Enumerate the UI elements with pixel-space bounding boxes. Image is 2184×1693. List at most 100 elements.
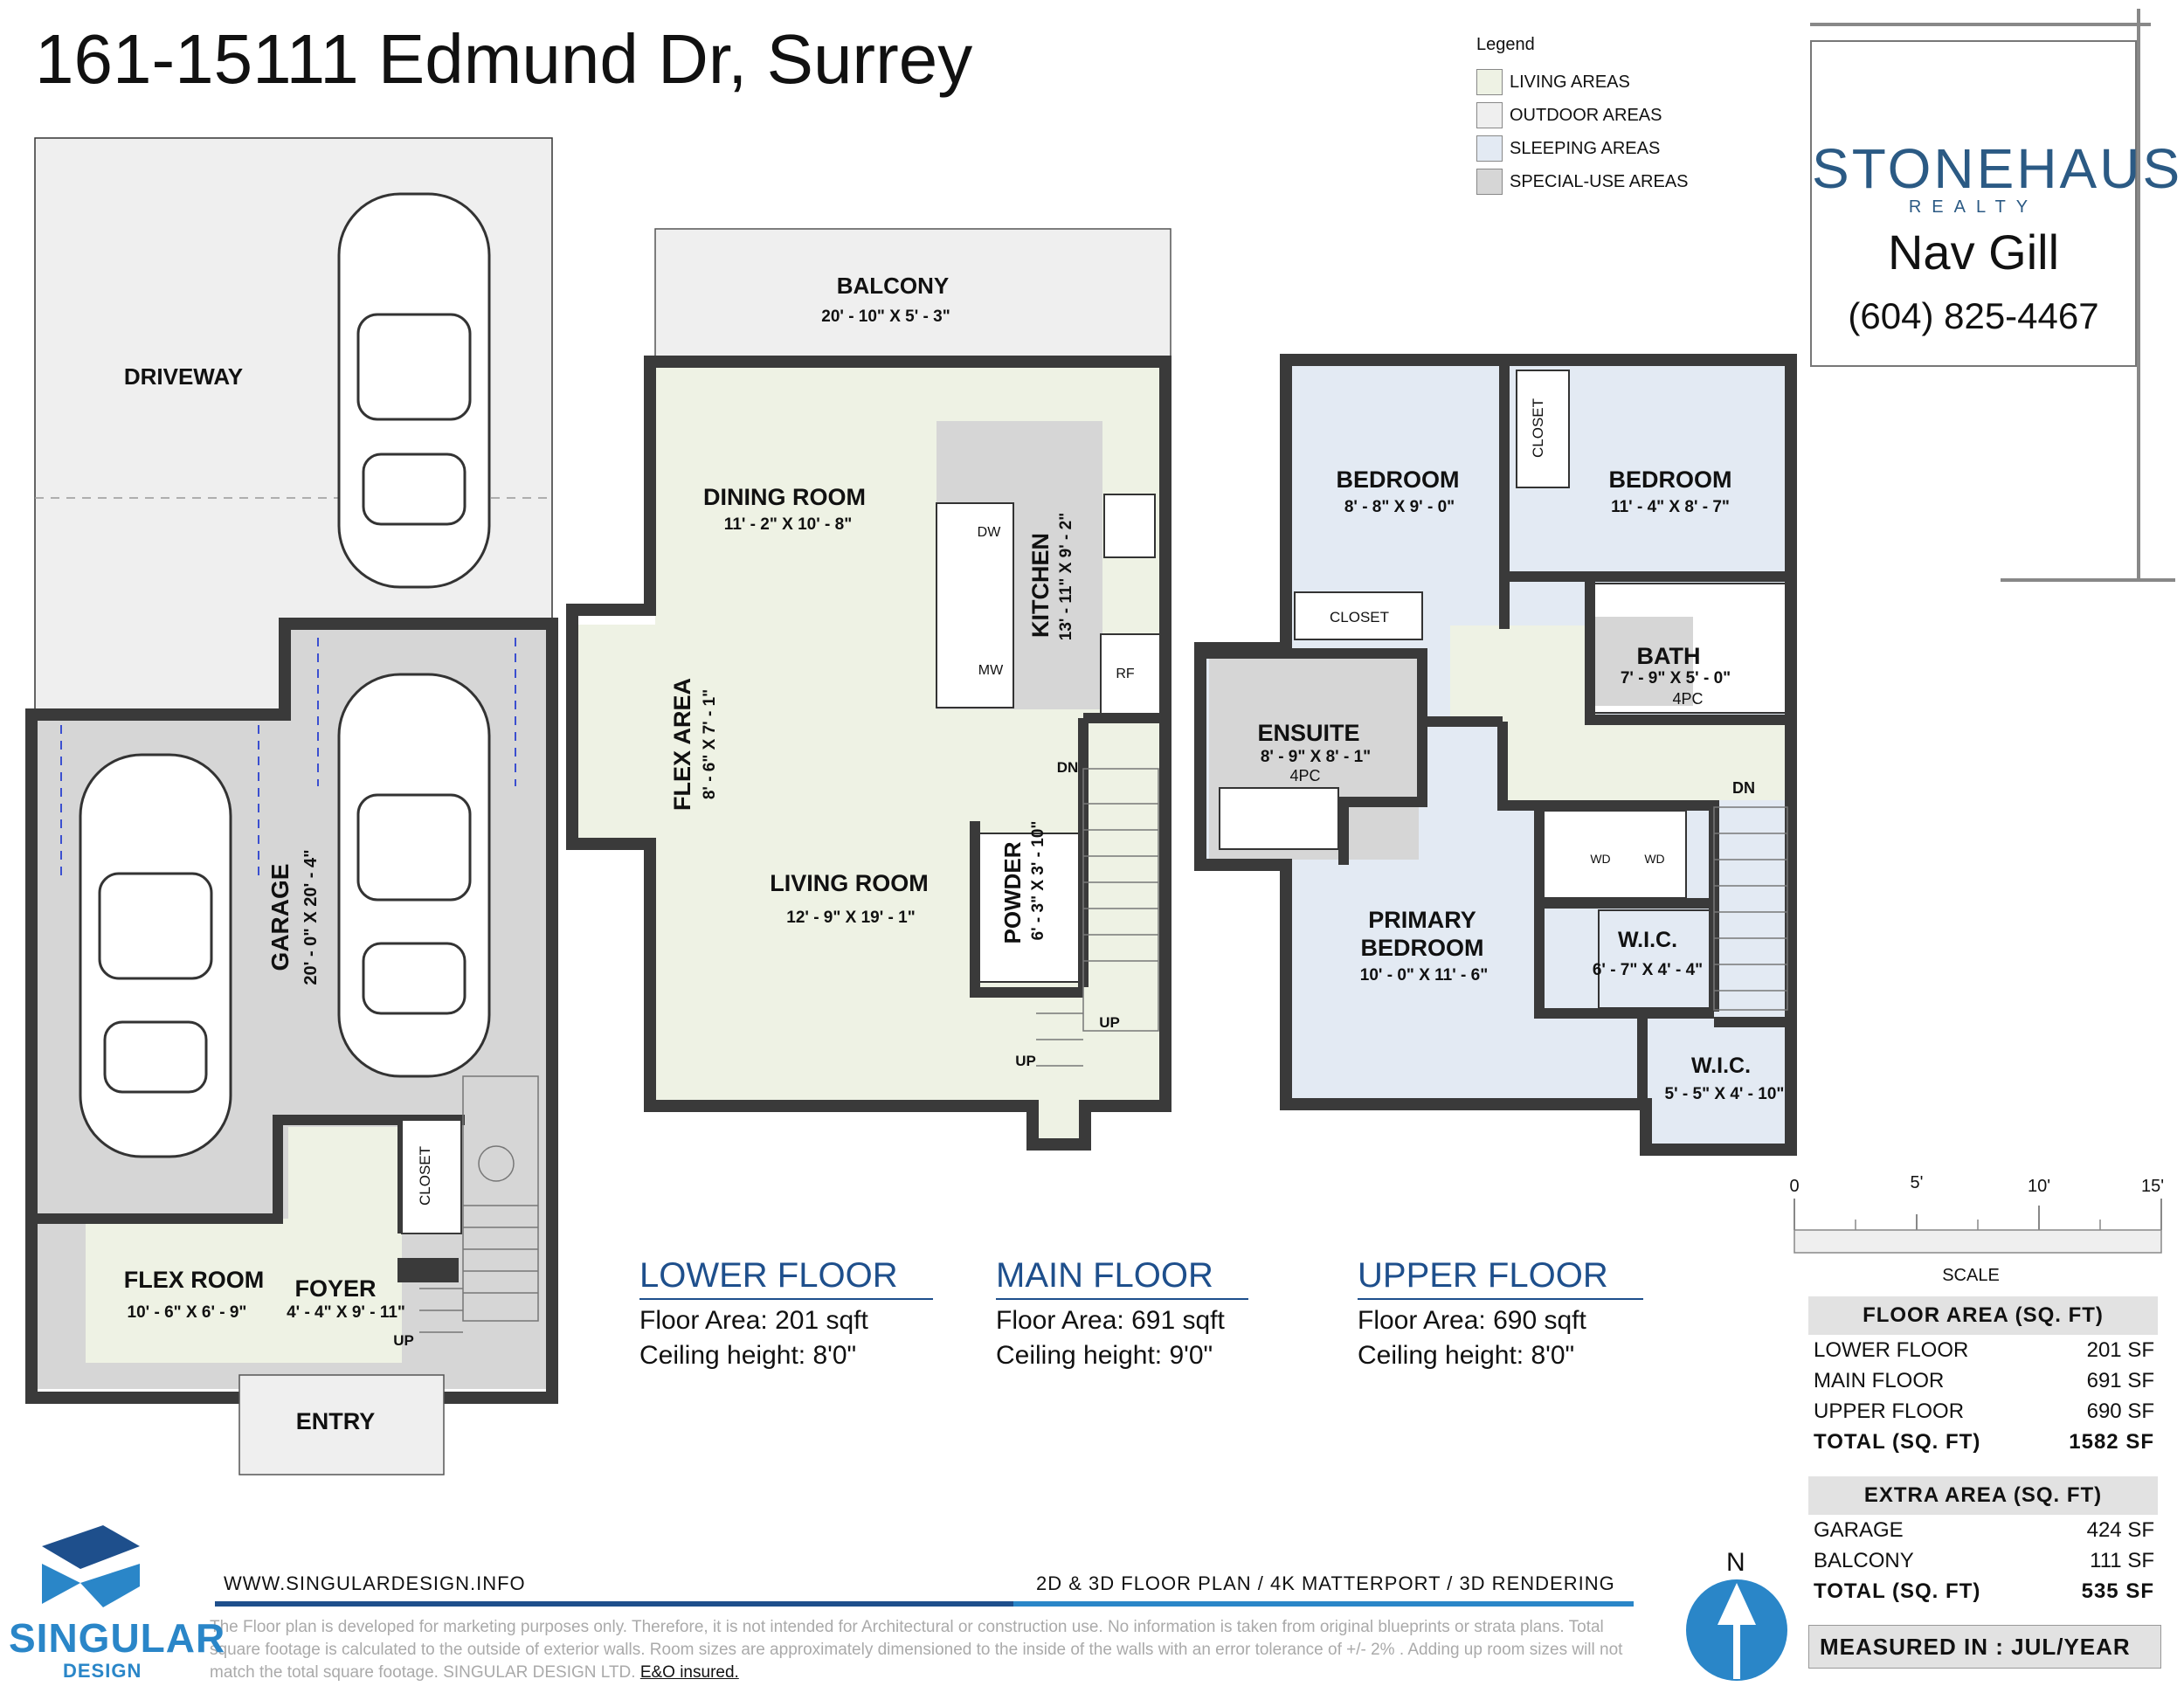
floor-area: Floor Area: 690 sqft (1358, 1306, 1586, 1335)
legend-swatch (1476, 135, 1503, 162)
footer-url-link[interactable]: WWW.SINGULARDESIGN.INFO (224, 1572, 526, 1594)
wic1-label: W.I.C. (1618, 928, 1677, 952)
floor-area: Floor Area: 691 sqft (996, 1306, 1225, 1335)
legend-swatch (1476, 69, 1503, 95)
bedroom1-closet-box (1294, 591, 1423, 640)
legend-swatch (1476, 169, 1503, 195)
lower-closet-box (401, 1119, 462, 1234)
balcony-label: BALCONY (837, 273, 950, 299)
powder-room-box (976, 833, 1082, 983)
scale-tick-10: 10' (2028, 1177, 2050, 1196)
row-label: TOTAL (SQ. FT) (1814, 1579, 1981, 1603)
scale-tick-15: 15' (2141, 1177, 2164, 1196)
flex-room-dims: 10' - 6" X 6' - 9" (128, 1303, 247, 1322)
lower-stairs (419, 1075, 539, 1333)
lower-wall-block (397, 1258, 459, 1282)
bedroom1-label: BEDROOM (1337, 466, 1460, 493)
ensuite-dims: 8' - 9" X 8' - 1" (1261, 748, 1371, 766)
legend-label: SLEEPING AREAS (1510, 138, 1661, 158)
bedroom2-label: BEDROOM (1609, 466, 1732, 493)
dishwasher-label: DW (978, 525, 1002, 540)
bedroom2-closet-box (1516, 370, 1570, 488)
ensuite-type: 4PC (1289, 767, 1320, 784)
bedroom1-dims: 8' - 8" X 9' - 0" (1344, 498, 1455, 516)
scale-bar: 0 5' 10' 15' SCALE (1789, 1173, 2164, 1285)
flex-area-label: FLEX AREA (669, 678, 695, 811)
dining-room-dims: 11' - 2" X 10' - 8" (724, 515, 852, 534)
table-row: LOWER FLOOR 201 SF (1808, 1335, 2158, 1365)
upper-floor-plan: BEDROOM 8' - 8" X 9' - 0" BEDROOM 11' - … (1194, 354, 1797, 1156)
table-header: FLOOR AREA (SQ. FT) (1808, 1296, 2158, 1335)
scale-tick-5: 5' (1911, 1173, 1924, 1192)
measured-badge: MEASURED IN : JUL/YEAR (1808, 1625, 2161, 1669)
row-value: 1582 SF (2069, 1430, 2154, 1454)
eo-insured-link[interactable]: E&O insured. (639, 1663, 739, 1682)
garage-label: GARAGE (266, 864, 294, 971)
bedroom2-dims: 11' - 4" X 8' - 7" (1611, 498, 1730, 516)
entry-area (238, 1374, 445, 1475)
floor-name: UPPER FLOOR (1358, 1253, 1643, 1300)
powder-room-label: POWDER (999, 841, 1026, 943)
lower-floor-plan: DRIVEWAY GARAGE 20' - 0" X 20' - 4" FLEX… (25, 137, 558, 1475)
balcony-area (654, 228, 1171, 357)
bath-label: BATH (1637, 643, 1701, 669)
singular-design-logo (42, 1525, 140, 1607)
stove-icon (1103, 494, 1156, 558)
main-stairs-up-label: UP (1099, 1014, 1120, 1031)
main-stairs-up2-label: UP (1015, 1053, 1036, 1069)
primary-bedroom-label-1: PRIMARY (1368, 907, 1476, 933)
main-stairs (1036, 768, 1159, 1067)
flex-room-label: FLEX ROOM (124, 1267, 265, 1293)
car-icon (79, 192, 491, 1158)
upper-floor-info: UPPER FLOOR Floor Area: 690 sqft Ceiling… (1358, 1253, 1643, 1373)
lower-living-area (86, 1127, 402, 1363)
garage-dims: 20' - 0" X 20' - 4" (301, 849, 321, 985)
row-value: 424 SF (2086, 1518, 2154, 1542)
row-value: 535 SF (2081, 1579, 2154, 1603)
row-label: MAIN FLOOR (1814, 1369, 1945, 1392)
footer-services: 2D & 3D FLOOR PLAN / 4K MATTERPORT / 3D … (1036, 1572, 1615, 1594)
bath-type: 4PC (1672, 690, 1703, 708)
scale-label: SCALE (1942, 1266, 2000, 1285)
kitchen-label: KITCHEN (1027, 533, 1054, 638)
garage-door-markers (60, 638, 516, 882)
lower-exterior-wall (25, 618, 558, 1404)
dining-room-label: DINING ROOM (703, 484, 866, 510)
agent-name: Nav Gill (1887, 225, 2060, 280)
living-room-label: LIVING ROOM (770, 870, 929, 896)
agent-phone: (604) 825-4467 (1848, 295, 2099, 336)
wic2-dims: 5' - 5" X 4' - 10" (1665, 1085, 1785, 1103)
bath-dims: 7' - 9" X 5' - 0" (1621, 669, 1731, 688)
legend-item: SPECIAL-USE AREAS (1476, 165, 1689, 198)
laundry-box (1542, 810, 1687, 899)
primary-bedroom-label-2: BEDROOM (1361, 935, 1484, 961)
floor-ceiling: Ceiling height: 8'0" (639, 1341, 857, 1370)
wic1-dims: 6' - 7" X 4' - 4" (1593, 961, 1703, 979)
row-value: 111 SF (2090, 1549, 2154, 1572)
row-label: GARAGE (1814, 1518, 1904, 1542)
row-label: LOWER FLOOR (1814, 1338, 1969, 1362)
upper-stairs (1713, 806, 1788, 1011)
upper-hall-area (1450, 625, 1786, 805)
floor-ceiling: Ceiling height: 8'0" (1358, 1341, 1575, 1370)
scale-tick-0: 0 (1789, 1177, 1799, 1196)
main-stairs-dn-label: DN (1057, 759, 1079, 776)
legend-label: OUTDOOR AREAS (1510, 105, 1662, 125)
table-header: EXTRA AREA (SQ. FT) (1808, 1476, 2158, 1515)
living-room-dims: 12' - 9" X 19' - 1" (786, 909, 915, 927)
north-label: N (1726, 1548, 1745, 1577)
row-value: 690 SF (2086, 1399, 2154, 1423)
lower-interior-wall (31, 1115, 465, 1224)
table-total-row: TOTAL (SQ. FT) 535 SF (1808, 1576, 2158, 1607)
foyer-dims: 4' - 4" X 9' - 11" (287, 1303, 405, 1322)
legend-item: OUTDOOR AREAS (1476, 99, 1689, 132)
floor-ceiling: Ceiling height: 9'0" (996, 1341, 1213, 1370)
bedroom2-closet-label: CLOSET (1530, 398, 1546, 458)
lower-closet-label: CLOSET (417, 1146, 433, 1206)
washer-label: WD (1590, 852, 1610, 866)
kitchen-island (936, 502, 1014, 708)
dryer-label: WD (1644, 852, 1664, 866)
entry-label: ENTRY (296, 1408, 376, 1434)
brand-name: STONEHAUS (1812, 137, 2183, 200)
